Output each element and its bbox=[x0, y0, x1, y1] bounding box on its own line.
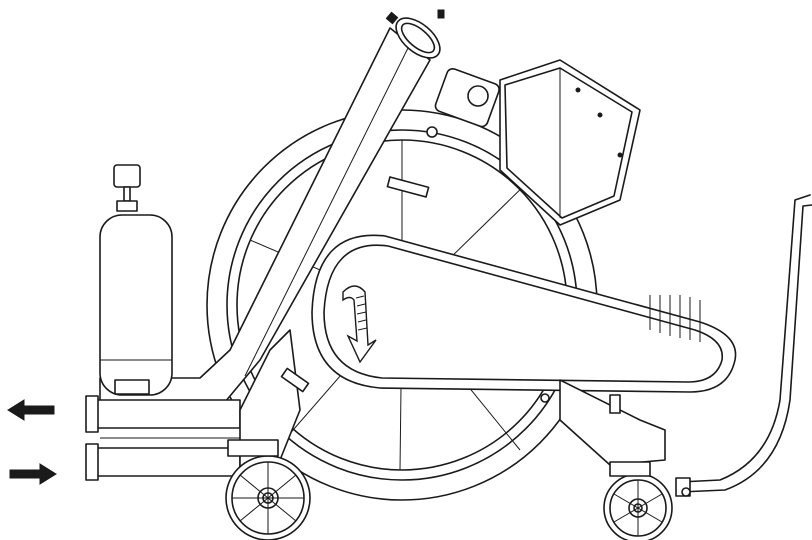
drum-brackets bbox=[280, 176, 430, 393]
manifold bbox=[85, 395, 241, 481]
gas-cylinder bbox=[99, 164, 173, 396]
outflow-arrow-icon bbox=[7, 399, 55, 421]
inflow-arrow-icon bbox=[9, 463, 57, 485]
left-wheel bbox=[225, 439, 311, 540]
pulley-fins bbox=[649, 295, 701, 342]
handle bbox=[675, 194, 812, 497]
belt-guard bbox=[311, 234, 737, 393]
right-wheel bbox=[603, 461, 673, 540]
rotation-arrow-icon bbox=[342, 285, 377, 364]
motor-housing bbox=[426, 59, 641, 226]
